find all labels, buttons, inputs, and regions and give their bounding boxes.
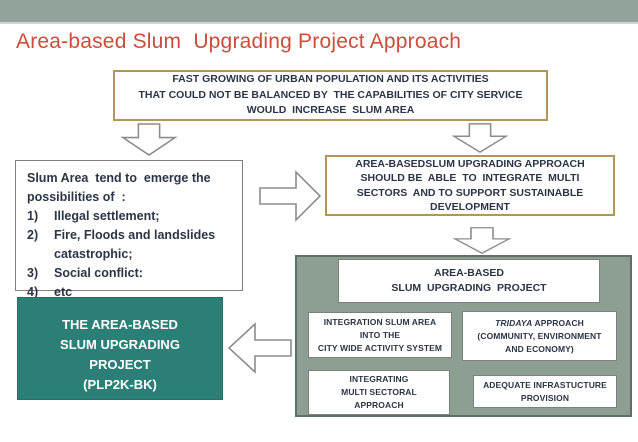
cause-box-line: FAST GROWING OF URBAN POPULATION AND ITS… xyxy=(172,73,489,86)
multisectoral-line: APPROACH xyxy=(354,400,404,410)
multisectoral-line: INTEGRATING xyxy=(349,374,409,384)
cause-box: FAST GROWING OF URBAN POPULATION AND ITS… xyxy=(113,70,548,121)
list-text: etc xyxy=(54,285,73,299)
list-item: 2) Fire, Floods and landslides catastrop… xyxy=(27,226,236,264)
down-arrow-icon xyxy=(452,227,512,254)
infrastructure-box: ADEQUATE INFRASTUCTURE PROVISION xyxy=(473,375,617,408)
top-accent-bar xyxy=(0,0,638,24)
page-title: Area-based Slum Upgrading Project Approa… xyxy=(16,30,462,53)
slum-risk-intro: Slum Area tend to emerge the possibiliti… xyxy=(27,171,215,204)
list-item: 3) Social conflict: xyxy=(27,264,143,283)
integration-box: INTEGRATION SLUM AREA INTO THE CITY WIDE… xyxy=(308,312,452,358)
integration-line: CITY WIDE ACTIVITY SYSTEM xyxy=(317,342,443,353)
approach-box: AREA-BASEDSLUM UPGRADING APPROACH SHOULD… xyxy=(325,155,615,216)
slum-risk-box: Slum Area tend to emerge the possibiliti… xyxy=(15,160,243,299)
plp2k-line: SLUM UPGRADING xyxy=(60,337,180,352)
list-text: Fire, Floods and landslides catastrophic… xyxy=(54,228,219,261)
list-item: 1) Illegal settlement; xyxy=(27,207,160,226)
multisectoral-line: MULTI SECTORAL xyxy=(341,387,417,397)
tridaya-title-italic: TRIDAYA xyxy=(495,317,533,328)
tridaya-box: TRIDAYA APPROACH (COMMUNITY, ENVIRONMENT… xyxy=(462,311,617,361)
tridaya-title: TRIDAYA APPROACH xyxy=(495,317,584,330)
plp2k-line: THE AREA-BASED xyxy=(62,317,178,332)
list-text: Illegal settlement; xyxy=(54,209,160,223)
list-number: 4) xyxy=(27,285,39,299)
cause-box-line: THAT COULD NOT BE BALANCED BY THE CAPABI… xyxy=(138,88,523,101)
list-item: 4) etc xyxy=(27,283,72,302)
down-arrow-icon xyxy=(451,123,509,153)
panel-header-line: SLUM UPGRADING PROJECT xyxy=(391,282,547,294)
integration-line: INTO THE xyxy=(359,329,401,340)
right-arrow-icon xyxy=(259,169,321,223)
infrastructure-line: PROVISION xyxy=(520,392,570,403)
plp2k-project-box: THE AREA-BASED SLUM UPGRADING PROJECT (P… xyxy=(17,297,223,400)
plp2k-line: PROJECT xyxy=(89,357,151,372)
tridaya-title-rest: APPROACH xyxy=(532,317,584,328)
list-number: 2) xyxy=(27,228,39,242)
approach-box-line: SHOULD BE ABLE TO INTEGRATE MULTI xyxy=(360,172,580,184)
approach-box-line: DEVELOPMENT xyxy=(430,201,510,213)
cause-box-line: WOULD INCREASE SLUM AREA xyxy=(246,104,415,117)
list-text: Social conflict: xyxy=(54,266,143,280)
multisectoral-box: INTEGRATING MULTI SECTORAL APPROACH xyxy=(308,370,450,415)
panel-header-line: AREA-BASED xyxy=(433,267,504,279)
panel-header-box: AREA-BASED SLUM UPGRADING PROJECT xyxy=(338,259,600,303)
plp2k-line: (PLP2K-BK) xyxy=(83,377,157,392)
down-arrow-icon xyxy=(120,123,178,156)
list-number: 3) xyxy=(27,266,39,280)
infrastructure-line: ADEQUATE INFRASTUCTURE xyxy=(483,379,607,390)
integration-line: INTEGRATION SLUM AREA xyxy=(323,316,437,327)
tridaya-line: AND ECONOMY) xyxy=(505,343,574,354)
approach-box-line: SECTORS AND TO SUPPORT SUSTAINABLE xyxy=(356,186,584,199)
tridaya-line: (COMMUNITY, ENVIRONMENT xyxy=(477,330,602,341)
approach-box-line: AREA-BASEDSLUM UPGRADING APPROACH xyxy=(355,157,585,170)
left-arrow-icon xyxy=(228,322,292,374)
list-number: 1) xyxy=(27,209,39,223)
